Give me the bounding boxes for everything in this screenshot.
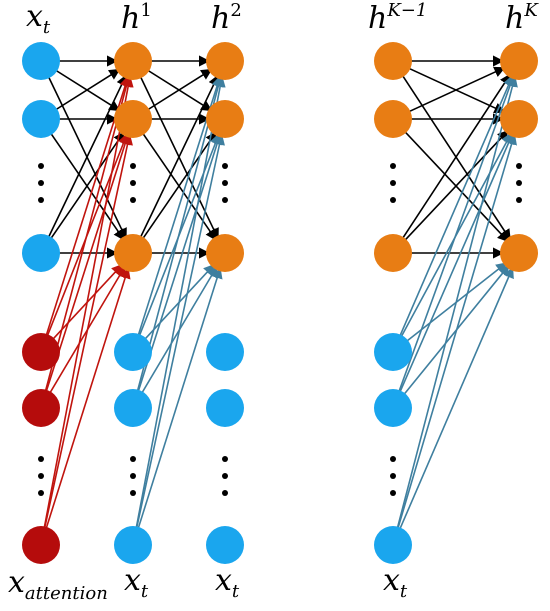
input-node-x-t [206, 526, 244, 564]
xt-to-h2-edge [133, 133, 225, 542]
hidden-node-hk-minus-1 [374, 234, 412, 272]
hidden-node-hk [500, 234, 538, 272]
attention-to-h1-edge [41, 133, 133, 542]
hk1-to-hk-edge [396, 61, 506, 114]
xt-to-hk-edge [394, 264, 510, 406]
hidden-node-h2 [206, 100, 244, 138]
label-h1: h1 [121, 0, 152, 36]
label-x-t-bottom-2: xt [215, 563, 240, 602]
ellipsis-dot [390, 197, 396, 203]
ellipsis-dot [222, 490, 228, 496]
hk1-to-hk-edge [395, 129, 509, 251]
ellipsis-dot [130, 163, 136, 169]
attention-to-h1-edge [41, 75, 131, 349]
ellipsis-dot [130, 197, 136, 203]
ellipsis-dot [390, 180, 396, 186]
ellipsis-dot [38, 180, 44, 186]
input-node-x-t [114, 526, 152, 564]
attention-to-h1-edge [43, 263, 123, 350]
input-node-x-t [206, 333, 244, 371]
ellipsis-dot [222, 473, 228, 479]
input-to-h1-edge [42, 131, 125, 251]
attention-to-h1-edge [40, 75, 134, 542]
input-node-x-t [22, 234, 60, 272]
label-h2: h2 [211, 0, 242, 36]
hk1-to-hk-edge [396, 66, 506, 119]
ellipsis-dot [516, 163, 522, 169]
xt-to-h2-edge [134, 265, 218, 405]
xt-to-hk-edge [393, 74, 514, 349]
input-node-x-t [206, 389, 244, 427]
attention-node [22, 389, 60, 427]
ellipsis-dot [516, 197, 522, 203]
label-x-t-bottom-1: xt [124, 563, 149, 602]
hidden-node-hk [500, 100, 538, 138]
ellipsis-dot [38, 490, 44, 496]
label-hk: hK [505, 0, 539, 36]
attention-node [22, 526, 60, 564]
edges-layer [40, 55, 518, 542]
xt-to-hk-edge [393, 266, 514, 542]
input-node-x-t [114, 333, 152, 371]
attention-to-h1-edge [41, 267, 131, 542]
hidden-node-h2 [206, 42, 244, 80]
xt-to-h2-edge [133, 267, 223, 542]
xt-to-hk-edge [393, 75, 518, 542]
input-to-h1-edge [42, 64, 127, 240]
ellipsis-dot [38, 197, 44, 203]
input-node-x-t [374, 526, 412, 564]
ellipsis-dots-layer [38, 163, 522, 496]
ellipsis-dot [390, 456, 396, 462]
h1-to-h2-edge [134, 74, 219, 250]
ellipsis-dot [222, 197, 228, 203]
ellipsis-dot [38, 456, 44, 462]
h1-to-h2-edge [134, 131, 217, 251]
ellipsis-dot [516, 180, 522, 186]
label-x-attention: xattention [8, 565, 108, 604]
xt-to-hk-edge [393, 133, 517, 542]
ellipsis-dot [390, 163, 396, 169]
input-node-x-t [114, 389, 152, 427]
xt-to-hk-edge [393, 74, 516, 405]
attention-to-h1-edge [42, 265, 126, 405]
input-node-x-t [22, 100, 60, 138]
xt-to-hk-edge [395, 262, 508, 351]
ellipsis-dot [222, 180, 228, 186]
hidden-node-h1 [114, 234, 152, 272]
hidden-node-hk [500, 42, 538, 80]
label-x-t-bottom-3: xt [383, 563, 408, 602]
hidden-node-h1 [114, 42, 152, 80]
label-x-t-top: xt [26, 0, 51, 38]
xt-to-hk-edge [393, 132, 514, 405]
xt-to-h2-edge [133, 75, 223, 349]
input-to-h1-edge [42, 74, 127, 250]
ellipsis-dot [222, 163, 228, 169]
ellipsis-dot [130, 456, 136, 462]
hidden-node-hk-minus-1 [374, 100, 412, 138]
attention-node [22, 333, 60, 371]
input-node-x-t [374, 389, 412, 427]
hidden-node-hk-minus-1 [374, 42, 412, 80]
h1-to-h2-edge [134, 64, 219, 240]
input-node-x-t [22, 42, 60, 80]
hk1-to-hk-edge [394, 63, 511, 241]
ellipsis-dot [390, 490, 396, 496]
ellipsis-dot [222, 456, 228, 462]
input-node-x-t [374, 333, 412, 371]
ellipsis-dot [38, 163, 44, 169]
label-hk-minus-1: hK−1 [368, 0, 427, 36]
xt-to-h2-edge [135, 263, 215, 350]
ellipsis-dot [390, 473, 396, 479]
xt-to-h2-edge [132, 75, 226, 542]
hk1-to-hk-edge [394, 73, 511, 251]
hidden-node-h1 [114, 100, 152, 138]
hidden-node-h2 [206, 234, 244, 272]
ellipsis-dot [130, 180, 136, 186]
ellipsis-dot [38, 473, 44, 479]
ellipsis-dot [130, 490, 136, 496]
nodes-layer [22, 42, 538, 564]
ellipsis-dot [130, 473, 136, 479]
